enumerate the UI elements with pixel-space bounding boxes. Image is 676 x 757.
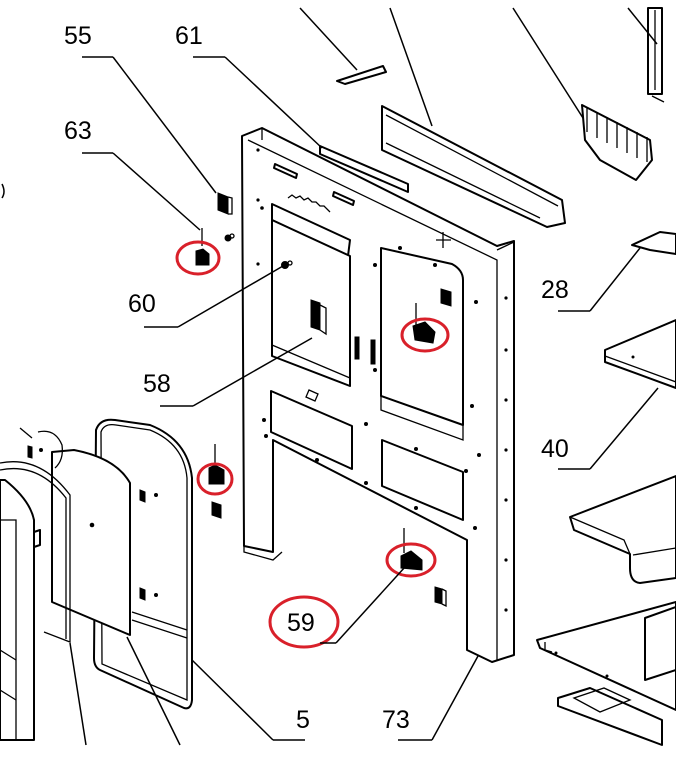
screw-63 — [82, 152, 203, 246]
part-40-shelf — [558, 319, 676, 470]
right-bracket-55b — [440, 288, 452, 307]
lower-tray — [557, 687, 663, 746]
glass-panel — [51, 449, 181, 746]
clip-59-b — [400, 303, 450, 353]
callout-label-60: 60 — [128, 290, 156, 318]
fixture-60 — [281, 260, 293, 269]
bracket-58 — [310, 299, 327, 336]
right-vertical-rod — [627, 7, 665, 103]
callout-label-63: 63 — [64, 117, 92, 145]
detail-circle — [19, 427, 63, 469]
callout-label-28: 28 — [541, 276, 569, 304]
callout-label-73: 73 — [382, 706, 410, 734]
callout-label-5: 5 — [296, 706, 310, 734]
back-panel-73 — [193, 56, 515, 663]
callout-label-55: 55 — [64, 22, 92, 50]
callout-label-58: 58 — [143, 370, 171, 398]
highlight-circle — [196, 462, 234, 496]
callout-label-40: 40 — [541, 435, 569, 463]
highlight-circle — [400, 317, 450, 353]
leader-73b — [431, 655, 479, 741]
finned-heat-bracket — [512, 7, 653, 181]
callout-label-59: 59 — [287, 609, 315, 637]
ash-tray — [569, 475, 676, 584]
part-28-plate — [558, 231, 676, 312]
terminal-strips — [354, 336, 376, 365]
label-59-highlight-circle — [268, 595, 340, 649]
small-fixture — [224, 233, 235, 242]
bracket-55 — [82, 56, 233, 215]
lower-bracket — [434, 586, 447, 608]
clip-59-c — [196, 444, 234, 519]
highlight-circle — [175, 240, 221, 276]
leader-60b — [177, 265, 284, 328]
top-channel-bar — [381, 7, 566, 228]
gasket-frame — [0, 461, 87, 746]
highlight-circle — [385, 542, 437, 578]
top-small-bracket — [299, 7, 387, 85]
clip-59-d — [335, 528, 437, 644]
callout-label-61: 61 — [175, 22, 203, 50]
clip-59-a — [175, 240, 221, 276]
leader-58b — [192, 337, 313, 407]
left-edge-fragment — [1, 183, 5, 199]
base-plate — [536, 601, 676, 711]
firebox-body — [0, 479, 41, 741]
